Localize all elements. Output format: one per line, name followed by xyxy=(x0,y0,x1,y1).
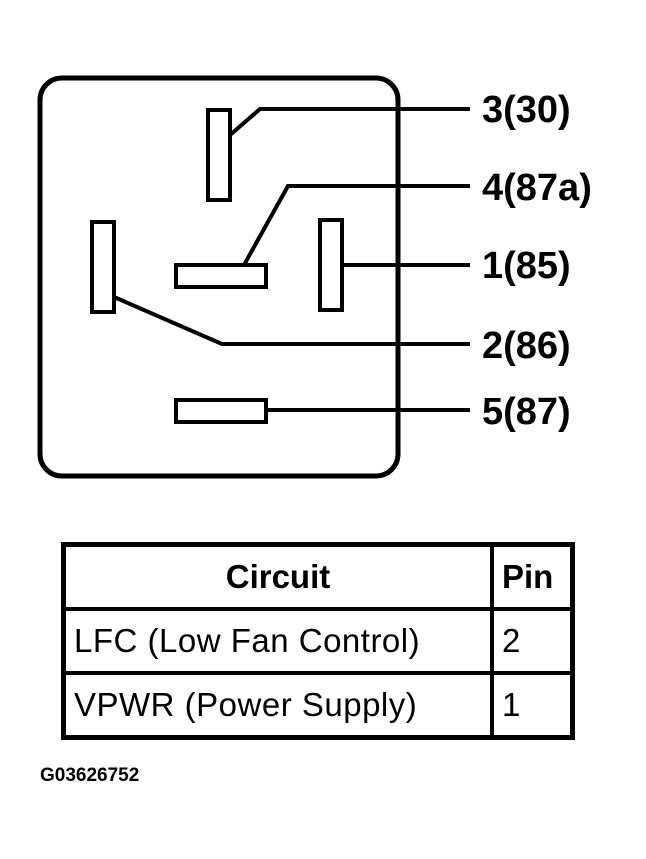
pin-label-1: 1(85) xyxy=(482,245,571,287)
header-circuit: Circuit xyxy=(61,542,494,611)
pin-label-4: 4(87a) xyxy=(482,167,592,209)
leader-line-2 xyxy=(113,295,470,346)
header-pin: Pin xyxy=(490,542,575,611)
pin-label-3: 3(30) xyxy=(482,89,571,131)
pin-label-2: 2(86) xyxy=(482,325,571,367)
cell-circuit: LFC (Low Fan Control) xyxy=(61,607,494,675)
figure-id: G03626752 xyxy=(40,765,140,786)
terminal-4 xyxy=(174,263,268,289)
leader-line-4 xyxy=(242,184,470,266)
pin-label-5: 5(87) xyxy=(482,391,571,433)
terminal-2 xyxy=(90,220,116,314)
terminal-5 xyxy=(174,398,268,424)
table-header-row: Circuit Pin xyxy=(61,542,575,611)
terminal-1 xyxy=(318,218,344,312)
table-row: LFC (Low Fan Control) 2 xyxy=(61,607,575,675)
terminal-3 xyxy=(206,108,232,202)
cell-pin: 2 xyxy=(490,607,575,675)
cell-pin: 1 xyxy=(490,671,575,740)
table-row: VPWR (Power Supply) 1 xyxy=(61,671,575,740)
cell-circuit: VPWR (Power Supply) xyxy=(61,671,494,740)
leader-line-3 xyxy=(228,107,470,137)
circuit-pin-table: Circuit Pin LFC (Low Fan Control) 2 VPWR… xyxy=(61,542,575,740)
relay-connector-diagram: 3(30) 4(87a) 1(85) 2(86) 5(87) xyxy=(37,75,592,479)
